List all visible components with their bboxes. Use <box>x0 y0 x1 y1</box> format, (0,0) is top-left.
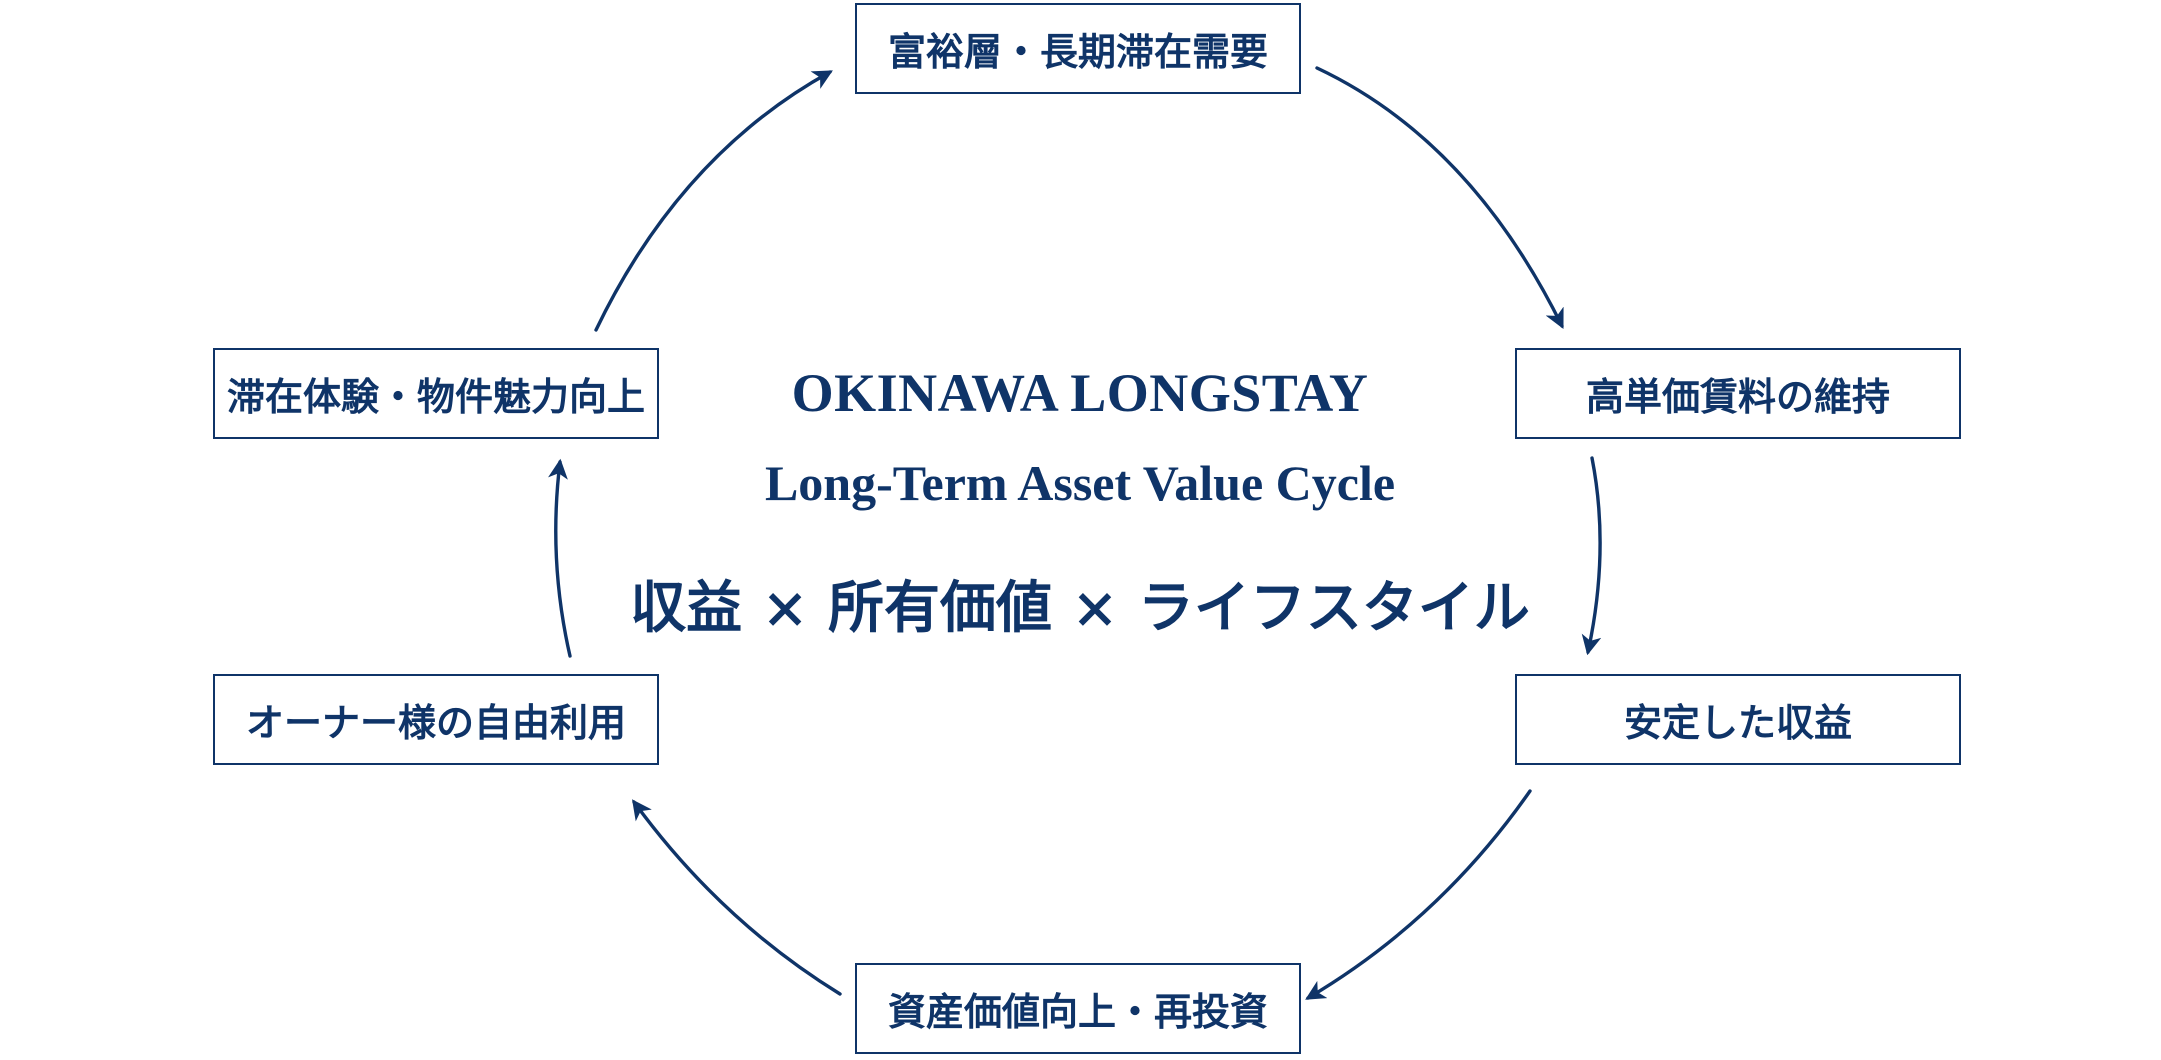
diagram-subtitle: Long-Term Asset Value Cycle <box>764 455 1396 511</box>
node-high-rent-maintenance: 高単価賃料の維持 <box>1515 348 1961 439</box>
node-stable-revenue: 安定した収益 <box>1515 674 1961 765</box>
arrow-left-upper-to-top <box>594 70 833 332</box>
diagram-tagline: 収益 × 所有価値 × ライフスタイル <box>630 575 1530 641</box>
diagram-title: OKINAWA LONGSTAY <box>791 363 1369 423</box>
arrow-right-upper-to-right-lower <box>1581 456 1602 656</box>
node-asset-value-reinvestment: 資産価値向上・再投資 <box>855 963 1301 1054</box>
arrow-bottom-to-left-lower <box>632 799 842 996</box>
arrow-left-lower-to-left-upper <box>548 458 572 658</box>
node-stay-experience-appeal: 滞在体験・物件魅力向上 <box>213 348 659 439</box>
arrow-right-lower-to-bottom <box>1305 789 1532 1000</box>
node-owner-free-use: オーナー様の自由利用 <box>213 674 659 765</box>
node-affluent-longstay-demand: 富裕層・長期滞在需要 <box>855 3 1301 94</box>
arrow-top-to-right-upper <box>1315 66 1564 329</box>
